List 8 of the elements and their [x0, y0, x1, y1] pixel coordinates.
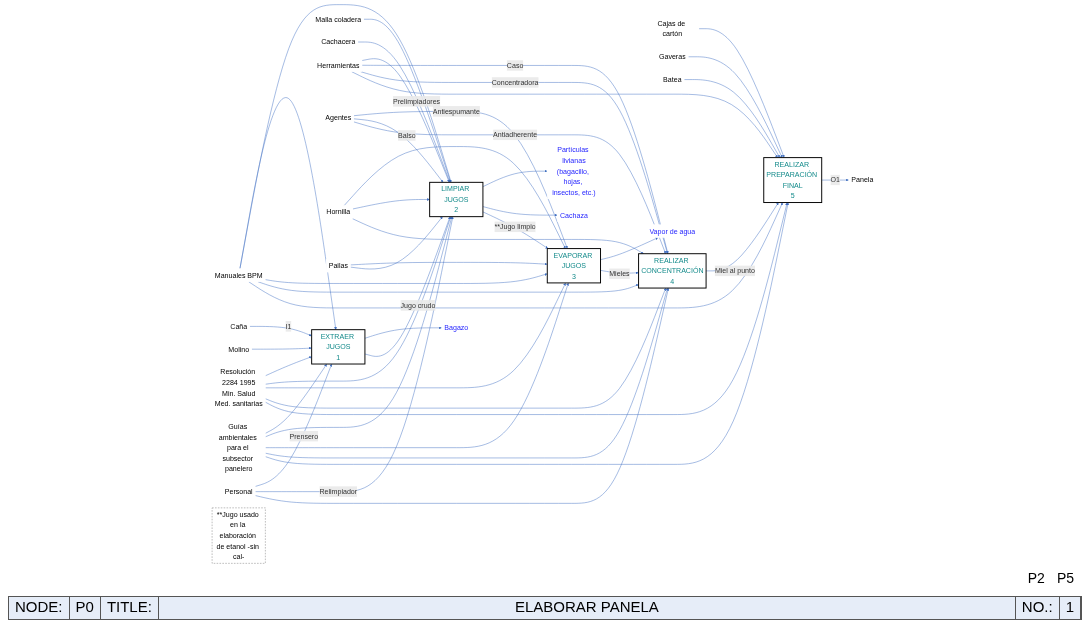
page-number: 1 — [1059, 597, 1081, 619]
title-field-label: TITLE: — [100, 597, 159, 619]
number-field-label: NO.: — [1015, 597, 1060, 619]
node-field-label: NODE: — [9, 597, 70, 619]
node-code: P0 — [69, 597, 101, 619]
title-field-text: ELABORAR PANELA — [158, 597, 1016, 619]
reference-code: P2 — [1027, 570, 1045, 586]
reference-code: P5 — [1056, 570, 1074, 586]
